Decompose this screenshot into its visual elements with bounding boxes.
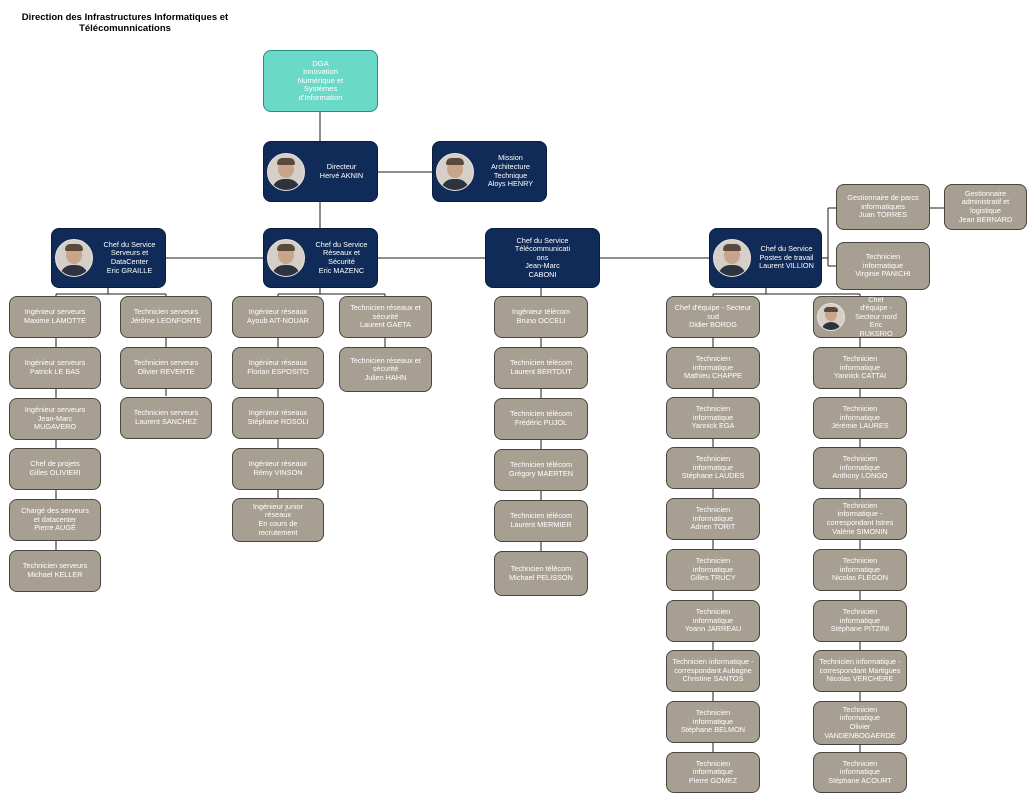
staff-node: Technicien informatique Pierre GOMEZ [666, 752, 760, 793]
gestionnaire-admin-node: Gestionnaire administratif et logistique… [944, 184, 1027, 230]
staff-node: Chargé des serveurs et datacenter Pierre… [9, 499, 101, 541]
node-label: Chef du Service Postes de travail Lauren… [759, 244, 814, 271]
staff-node: Ingénieur réseaux Florian ESPOSITO [232, 347, 324, 389]
staff-node: Ingénieur télécom Bruno OCCELI [494, 296, 588, 338]
chef-reseaux-node: Chef du Service Réseaux et Sécurité Eric… [263, 228, 378, 288]
person-photo-icon [817, 303, 845, 331]
staff-node: Technicien informatique Olivier VANDENBO… [813, 701, 907, 745]
staff-node: Technicien télécom Grégory MAERTEN [494, 449, 588, 491]
staff-node: Chef d'équipe - Secteur nord Eric RUKSRI… [813, 296, 907, 338]
directeur-node: Directeur Hervé AKNIN [263, 141, 378, 202]
person-photo-icon [713, 239, 751, 277]
staff-node: Technicien informatique - correspondant … [813, 650, 907, 692]
staff-node: Technicien informatique - correspondant … [666, 650, 760, 692]
chef-postes-node: Chef du Service Postes de travail Lauren… [709, 228, 822, 288]
staff-node: Technicien informatique Yannick EGA [666, 397, 760, 439]
staff-node: Technicien informatique Gilles TRUCY [666, 549, 760, 591]
staff-node: Ingénieur junior réseaux En cours de rec… [232, 498, 324, 542]
chef-serveurs-node: Chef du Service Serveurs et DataCenter E… [51, 228, 166, 288]
staff-node: Technicien réseaux et sécurité Laurent G… [339, 296, 432, 338]
staff-node: Ingénieur réseaux Rémy VINSON [232, 448, 324, 490]
mission-node: Mission Architecture Technique Aloys HEN… [432, 141, 547, 202]
staff-node: Chef de projets Gilles OLIVIERI [9, 448, 101, 490]
staff-node: Technicien réseaux et sécurité Julien HA… [339, 347, 432, 392]
person-photo-icon [55, 239, 93, 277]
staff-node: Ingénieur réseaux Stéphane ROSOLI [232, 397, 324, 439]
node-label: Directeur Hervé AKNIN [319, 161, 364, 180]
staff-node: Technicien informatique Stéphane BELMON [666, 701, 760, 743]
staff-node: Chef d'équipe - Secteur sud Didier BORDG [666, 296, 760, 338]
staff-node: Technicien informatique Stéphane PITZINI [813, 600, 907, 642]
staff-node: Technicien informatique Jérémie LAURES [813, 397, 907, 439]
staff-node: Technicien télécom Laurent BERTOUT [494, 347, 588, 389]
staff-node: Technicien informatique Yannick CATTAI [813, 347, 907, 389]
staff-node: Technicien serveurs Olivier REVERTE [120, 347, 212, 389]
staff-node: Technicien serveurs Jérôme LEONFORTE [120, 296, 212, 338]
page-title: Direction des Infrastructures Informatiq… [21, 12, 229, 34]
staff-node: Ingénieur serveurs Jean-Marc MUGAVERO [9, 398, 101, 440]
gestionnaire-parcs-node: Gestionnaire de parcs informatiques Juan… [836, 184, 930, 230]
node-label: Chef du Service Serveurs et DataCenter E… [103, 239, 156, 275]
staff-node: Technicien serveurs Michael KELLER [9, 550, 101, 592]
node-label: Mission Architecture Technique Aloys HEN… [487, 153, 534, 189]
staff-node: Techncien télécom Michael PELISSON [494, 551, 588, 596]
staff-node: Technicien informatique Mathieu CHAPPE [666, 347, 760, 389]
staff-node: Ingénieur réseaux Ayoub AIT-NOUAR [232, 296, 324, 338]
staff-node: Technicien informatique - correspondant … [813, 498, 907, 540]
dga-node: DGA Innovation Numérique et Systèmes d'I… [263, 50, 378, 112]
staff-node: Technicien télécom Laurent MERMIER [494, 500, 588, 542]
staff-node: Ingénieur serveurs Maxime LAMOTTE [9, 296, 101, 338]
staff-node: Technicien informatique Stéphane LAUDES [666, 447, 760, 489]
chef-telecom-node: Chef du Service Télécommunicati ons Jean… [485, 228, 600, 288]
node-label: Chef du Service Réseaux et Sécurité Eric… [315, 239, 368, 275]
staff-node: Technicien informatique Adrien TORIT [666, 498, 760, 540]
person-photo-icon [267, 152, 305, 191]
staff-node: Technicien informatique Yoann JARREAU [666, 600, 760, 642]
staff-node: Ingénieur serveurs Patrick LE BAS [9, 347, 101, 389]
staff-node: Technicien télécom Frédéric PUJOL [494, 398, 588, 440]
person-photo-icon [436, 152, 474, 191]
staff-node: Technicien informatique Nicolas FLEGON [813, 549, 907, 591]
technicien-panichi-node: Technicien informatique Virginie PANICHI [836, 242, 930, 290]
staff-node: Technicien informatique Anthony LONGO [813, 447, 907, 489]
node-label: Chef d'équipe - Secteur nord Eric RUKSRI… [855, 296, 897, 338]
staff-node: Technicien informatique Stéphane ACOURT [813, 752, 907, 793]
staff-node: Technicien serveurs Laurent SANCHEZ [120, 397, 212, 439]
person-photo-icon [267, 239, 305, 277]
